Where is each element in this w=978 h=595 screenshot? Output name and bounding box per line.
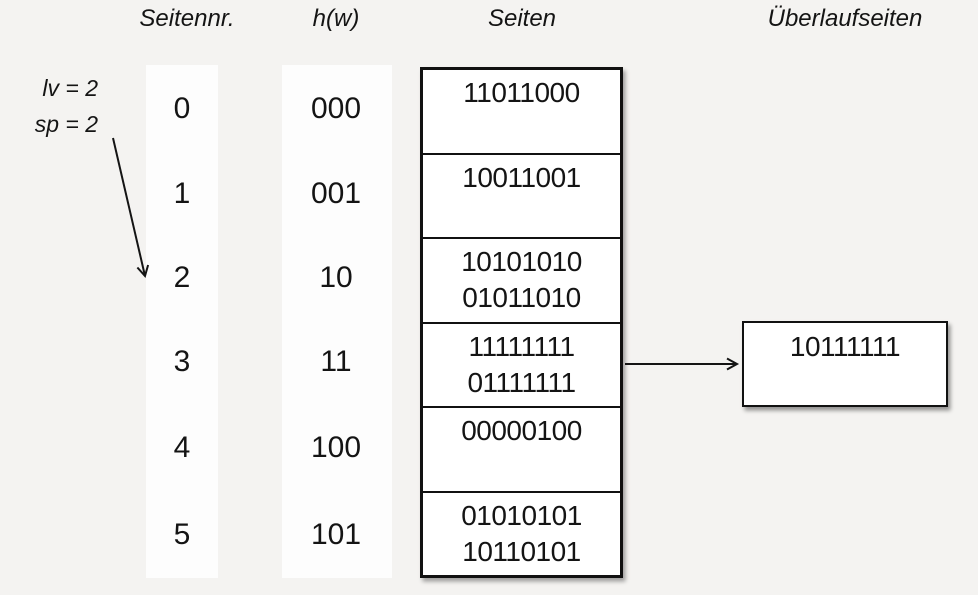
column-header-ueberlaufseiten: Überlaufseiten xyxy=(767,5,923,32)
hash-value-5: 101 xyxy=(310,518,362,551)
page-cell-1: 10011001 xyxy=(423,152,620,238)
page-cell-2: 10101010 01011010 xyxy=(423,237,620,322)
overflow-page-entry: 10111111 xyxy=(789,331,901,362)
split-pointer-arrow xyxy=(112,137,150,279)
column-header-hw: h(w) xyxy=(312,5,360,32)
page-entry: 01111111 xyxy=(467,366,576,398)
page-cell-0: 11011000 xyxy=(423,70,620,153)
page-cell-5: 01010101 10110101 xyxy=(423,490,620,576)
overflow-page-box: 10111111 xyxy=(742,321,948,407)
page-number-4: 4 xyxy=(173,431,191,464)
column-header-seitennr: Seitennr. xyxy=(139,5,235,32)
hash-value-2: 10 xyxy=(319,261,353,294)
page-number-5: 5 xyxy=(173,518,191,551)
page-entry: 11111111 xyxy=(468,330,575,362)
page-number-1: 1 xyxy=(173,177,191,210)
hash-value-3: 11 xyxy=(320,345,352,378)
page-entry: 10011001 xyxy=(462,161,581,193)
page-cell-3: 11111111 01111111 xyxy=(423,321,620,407)
page-entry: 11011000 xyxy=(463,77,580,108)
page-entry: 01010101 xyxy=(461,499,582,531)
page-entry: 10110101 xyxy=(462,535,581,567)
page-number-3: 3 xyxy=(173,345,191,378)
hash-value-1: 001 xyxy=(310,177,362,210)
page-entry: 01011010 xyxy=(462,282,581,313)
split-pointer-label: sp = 2 xyxy=(34,111,98,137)
seitennr-column-background xyxy=(146,65,218,578)
page-number-0: 0 xyxy=(173,92,191,125)
page-cell-4: 00000100 xyxy=(423,406,620,491)
page-entry: 00000100 xyxy=(461,415,582,446)
page-entry: 10101010 xyxy=(461,246,582,277)
pages-table: 11011000 10011001 10101010 01011010 1111… xyxy=(420,67,623,578)
hash-value-0: 000 xyxy=(310,92,362,125)
page-number-2: 2 xyxy=(173,261,191,294)
hw-column-background xyxy=(282,65,392,578)
state-labels: lv = 2 sp = 2 xyxy=(18,70,98,142)
column-header-seiten: Seiten xyxy=(487,5,557,32)
hash-value-4: 100 xyxy=(310,431,362,464)
level-label: lv = 2 xyxy=(42,75,98,101)
